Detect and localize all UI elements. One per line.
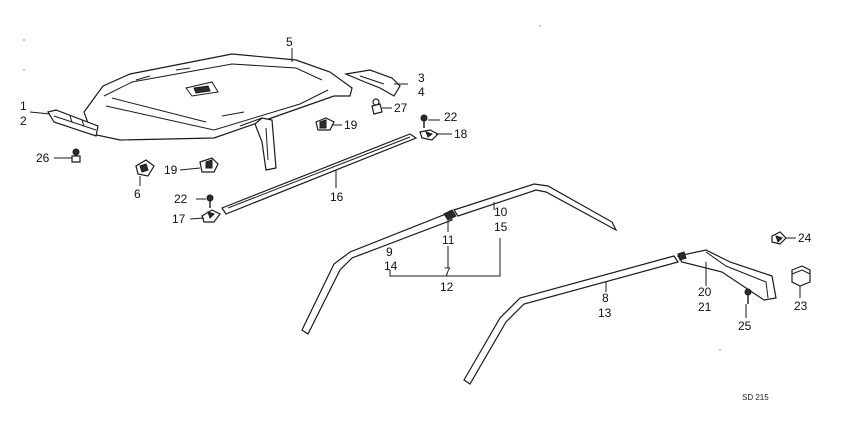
callout-2: 2 [20, 114, 27, 128]
callout-12: 12 [440, 280, 454, 294]
clip-24 [771, 231, 787, 245]
screw-26 [71, 148, 81, 163]
clip-27 [371, 98, 383, 115]
screw-22-lower [206, 194, 214, 208]
callout-5: 5 [286, 35, 293, 49]
callout-1: 1 [20, 99, 27, 113]
visor-strip-part [47, 109, 99, 137]
callout-26: 26 [36, 151, 50, 165]
end-trim-20-21 [677, 249, 777, 301]
scan-specks [23, 25, 721, 351]
callout-25: 25 [738, 319, 752, 333]
holder-18 [419, 129, 440, 141]
roof-molding-8-13 [463, 255, 679, 385]
callout-3: 3 [418, 71, 425, 85]
callout-21: 21 [698, 300, 712, 314]
roof-molding-16 [221, 133, 418, 215]
callout-15: 15 [494, 220, 508, 234]
bracket-part [343, 69, 401, 97]
holder-19-lower [199, 157, 219, 173]
callout-23: 23 [794, 299, 808, 313]
callout-19-lower: 19 [164, 163, 178, 177]
callout-7: 7 [444, 265, 451, 279]
callout-18: 18 [454, 127, 468, 141]
roof-molding-9-10 [301, 183, 618, 335]
callout-19-upper: 19 [344, 118, 358, 132]
cap-23 [791, 265, 811, 287]
clip-6 [135, 159, 155, 177]
leader-lines [29, 48, 801, 318]
holder-17 [201, 209, 221, 223]
callout-22-lower: 22 [174, 192, 188, 206]
callout-11: 11 [442, 233, 455, 247]
screw-25 [744, 288, 752, 304]
callout-10: 10 [494, 205, 508, 219]
headlining-part [83, 53, 353, 171]
callout-24: 24 [798, 231, 812, 245]
callout-4: 4 [418, 85, 425, 99]
screw-22-upper [420, 114, 428, 128]
callout-17: 17 [172, 212, 186, 226]
callouts: 5 1 2 3 4 27 22 18 19 19 26 6 22 17 16 1… [20, 35, 812, 402]
callout-27: 27 [394, 101, 408, 115]
callout-22-upper: 22 [444, 110, 458, 124]
holder-19-upper [315, 117, 335, 131]
callout-13: 13 [598, 306, 612, 320]
callout-14: 14 [384, 259, 398, 273]
callout-8: 8 [602, 291, 609, 305]
diagram-code: SD 215 [742, 393, 769, 402]
callout-6: 6 [134, 187, 141, 201]
callout-9: 9 [386, 245, 393, 259]
callout-16: 16 [330, 190, 344, 204]
callout-20: 20 [698, 285, 712, 299]
